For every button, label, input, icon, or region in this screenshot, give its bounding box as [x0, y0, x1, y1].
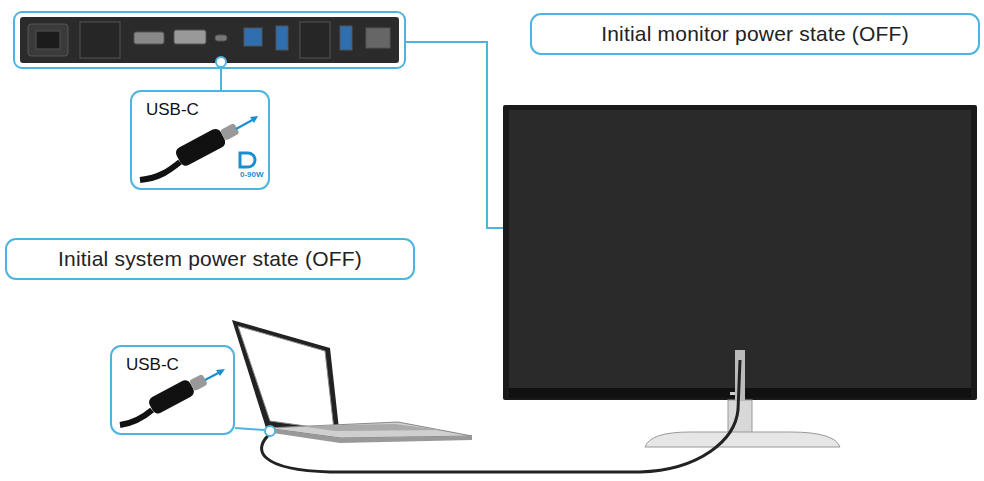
laptop	[232, 320, 472, 443]
state-label: Initial monitor power state (OFF)	[601, 22, 909, 46]
power-rating: 0-90W	[240, 170, 264, 179]
state-box: Initial system power state (OFF)	[5, 238, 415, 280]
leader-line	[220, 66, 222, 90]
displayport-icon	[240, 153, 255, 167]
port-marker	[265, 426, 275, 436]
cable	[262, 360, 740, 472]
port-marker	[216, 57, 226, 67]
panel-frame	[14, 12, 405, 68]
usb-c-plug	[120, 369, 225, 425]
connector-label: USB-C	[126, 355, 179, 375]
back-panel	[20, 17, 399, 63]
state-label: Initial system power state (OFF)	[58, 247, 362, 271]
connector-label: USB-C	[146, 100, 199, 120]
state-box: Initial monitor power state (OFF)	[530, 13, 980, 55]
leader-line	[405, 42, 503, 228]
callout-box: USB-C	[110, 345, 235, 435]
panel-ports	[28, 22, 390, 58]
leader-line	[235, 428, 264, 430]
